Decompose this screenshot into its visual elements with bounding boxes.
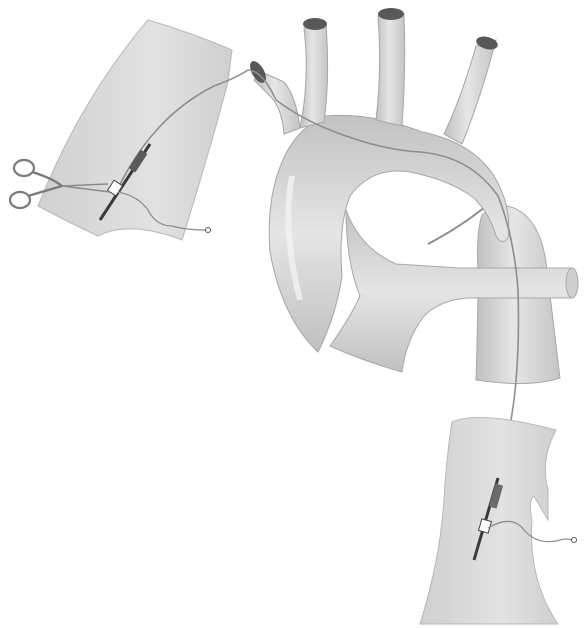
- ligamentum-arteriosum: [428, 206, 486, 244]
- upper-limb-tissue-flap: [38, 20, 232, 240]
